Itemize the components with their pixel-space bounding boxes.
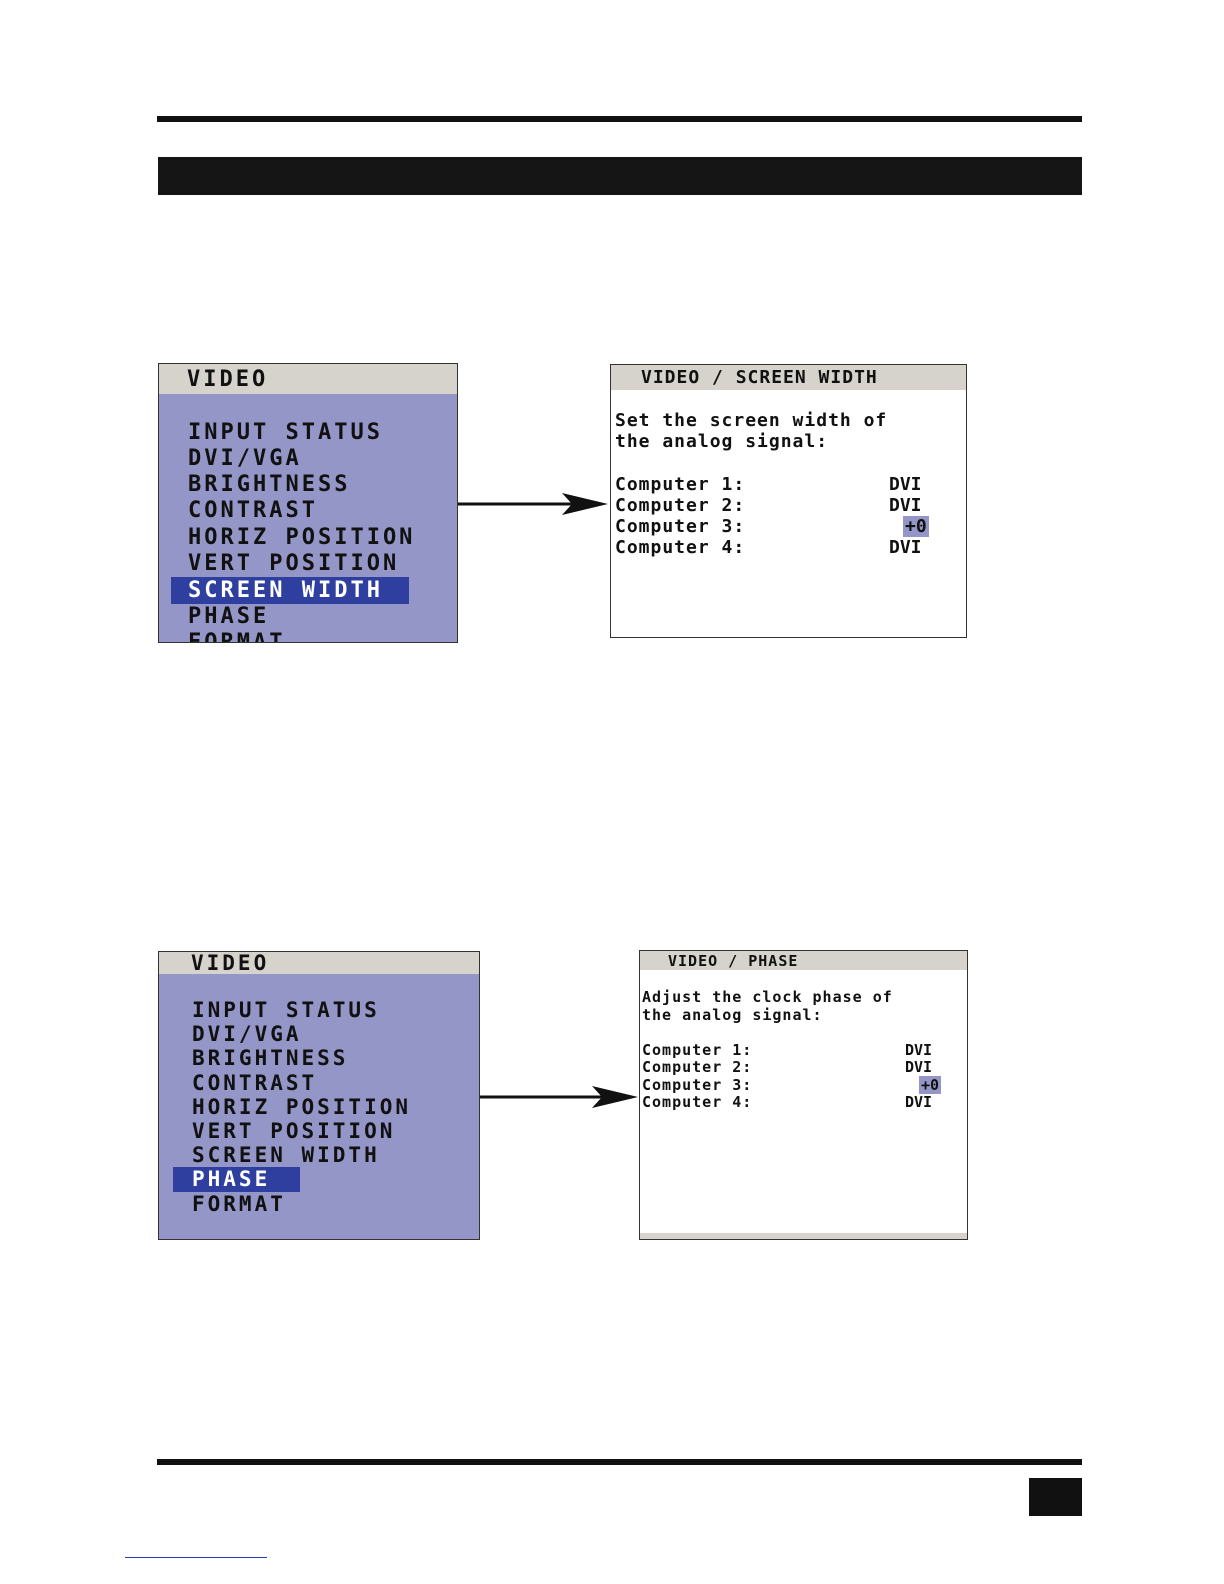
computer-1-label: Computer 1: [615,474,746,495]
computer-1-value: DVI [889,474,922,495]
menu-item-contrast[interactable]: CONTRAST [188,498,318,523]
dialog-bottom-edge [640,1233,967,1239]
menu-item-horiz-position[interactable]: HORIZ POSITION [192,1095,412,1119]
computer-1-value: DVI [905,1041,933,1059]
menu-item-phase[interactable]: PHASE [188,604,270,629]
menu-item-screen-width[interactable]: SCREEN WIDTH [171,577,409,604]
video-menu-screen-width: VIDEO INPUT STATUS DVI/VGA BRIGHTNESS CO… [158,363,458,643]
computer-4-value: DVI [889,537,922,558]
screen-width-dialog: VIDEO / SCREEN WIDTH Set the screen widt… [610,364,967,638]
menu-item-format[interactable]: FORMAT [192,1192,286,1216]
menu-item-phase[interactable]: PHASE [173,1167,300,1192]
menu-item-input-status[interactable]: INPUT STATUS [188,420,383,445]
computer-3-value[interactable]: +0 [903,516,929,537]
menu-item-brightness[interactable]: BRIGHTNESS [188,472,351,497]
menu-item-dvi-vga[interactable]: DVI/VGA [192,1022,302,1046]
computer-2-label: Computer 2: [615,495,746,516]
computer-3-value[interactable]: +0 [919,1076,942,1094]
menu-title: VIDEO [159,952,479,974]
menu-title: VIDEO [159,364,457,394]
dialog-description-line1: Adjust the clock phase of [642,988,893,1006]
menu-item-vert-position[interactable]: VERT POSITION [188,551,400,576]
dialog-description-line2: the analog signal: [615,431,829,452]
menu-item-vert-position[interactable]: VERT POSITION [192,1119,396,1143]
page-number-box [1029,1478,1082,1516]
computer-2-value: DVI [889,495,922,516]
computer-3-label: Computer 3: [615,516,746,537]
bottom-rule [157,1459,1082,1465]
computer-3-label: Computer 3: [642,1076,753,1094]
phase-dialog: VIDEO / PHASE Adjust the clock phase of … [639,950,968,1240]
footer-link-underline [125,1557,267,1558]
dialog-title: VIDEO / PHASE [640,951,967,970]
computer-1-label: Computer 1: [642,1041,753,1059]
computer-2-label: Computer 2: [642,1058,753,1076]
dialog-description-line2: the analog signal: [642,1006,823,1024]
menu-item-input-status[interactable]: INPUT STATUS [192,998,380,1022]
menu-item-horiz-position[interactable]: HORIZ POSITION [188,525,416,550]
video-menu-phase: VIDEO INPUT STATUS DVI/VGA BRIGHTNESS CO… [158,951,480,1240]
section-header-bar [158,157,1082,195]
computer-4-label: Computer 4: [615,537,746,558]
menu-item-format[interactable]: FORMAT [188,630,286,643]
computer-4-value: DVI [905,1093,933,1111]
dialog-description-line1: Set the screen width of [615,410,888,431]
dialog-title: VIDEO / SCREEN WIDTH [611,365,966,390]
arrow-icon [458,493,608,515]
top-rule [157,116,1082,122]
arrow-icon [480,1086,638,1108]
menu-item-screen-width[interactable]: SCREEN WIDTH [192,1143,380,1167]
menu-item-dvi-vga[interactable]: DVI/VGA [188,446,302,471]
computer-4-label: Computer 4: [642,1093,753,1111]
computer-2-value: DVI [905,1058,933,1076]
menu-item-contrast[interactable]: CONTRAST [192,1071,318,1095]
menu-item-brightness[interactable]: BRIGHTNESS [192,1046,349,1070]
